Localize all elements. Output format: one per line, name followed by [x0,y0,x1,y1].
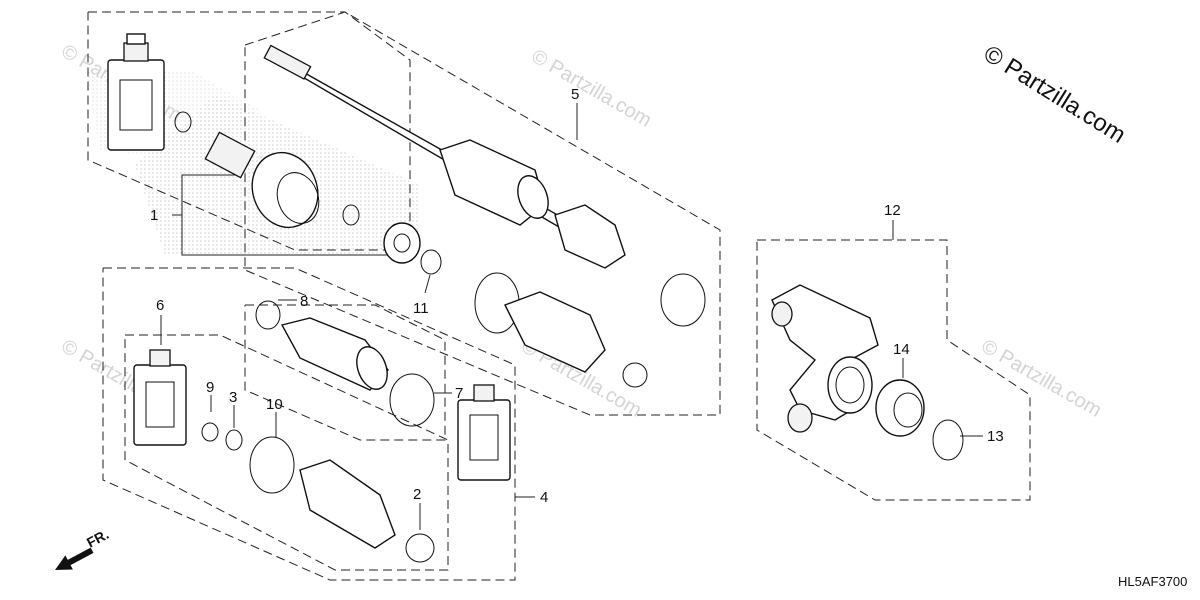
grease-bottle-upper [107,33,165,151]
replacement-boot [504,291,606,373]
grease-bottle-lower-left [133,349,187,446]
inner-boot-assembly [554,204,626,269]
callout-9: 9 [206,379,214,396]
spider-bearing [383,222,421,264]
leader-1 [172,174,240,216]
copyright-text: © Partzilla.com [979,40,1130,149]
frame-boot-kit-upper [244,304,446,441]
front-label: FR. [84,526,111,551]
callout-8: 8 [300,293,308,310]
callout-6: 6 [156,297,164,314]
bearing-14 [875,379,925,437]
circlip-13 [932,419,964,461]
outer-boot-assembly [439,139,549,226]
callout-5: 5 [571,86,579,103]
circlip-11 [420,249,442,275]
clip-9 [201,422,219,442]
callout-10: 10 [266,396,283,413]
band-8 [255,300,281,330]
watermark: © Partzilla.com [528,45,656,131]
leader-11 [424,274,431,294]
callout-1: 1 [150,207,158,224]
knuckle-arm [771,284,879,433]
callout-4: 4 [540,489,548,506]
boot-band-large [660,273,706,327]
inner-joint-housing [204,131,320,229]
frame-knuckle [756,239,1031,501]
callout-12: 12 [884,202,901,219]
grease-bottle-lower-right [457,384,511,481]
band-10 [249,436,295,494]
snap-ring-3 [225,429,243,451]
callout-11: 11 [413,300,429,317]
clip-ring-upper [174,111,192,133]
band-7 [389,373,435,427]
band-2 [405,533,435,563]
boot-lower [299,459,396,549]
callout-2: 2 [413,486,421,503]
diagram-code: HL5AF3700 [1118,574,1187,589]
boot-band-small [622,362,648,388]
leader-1b [181,215,390,256]
front-arrow-icon [55,547,94,570]
frame-boot-kit-lower [124,334,449,571]
callout-13: 13 [987,428,1004,445]
callout-3: 3 [229,389,237,406]
boot-upper [280,317,389,391]
snap-ring-upper [342,204,360,226]
callout-14: 14 [893,341,910,358]
frame-axle-assembly [244,11,721,416]
frame-outer-kit [102,267,516,581]
watermark: © Partzilla.com [978,335,1106,421]
callout-7: 7 [455,385,463,402]
